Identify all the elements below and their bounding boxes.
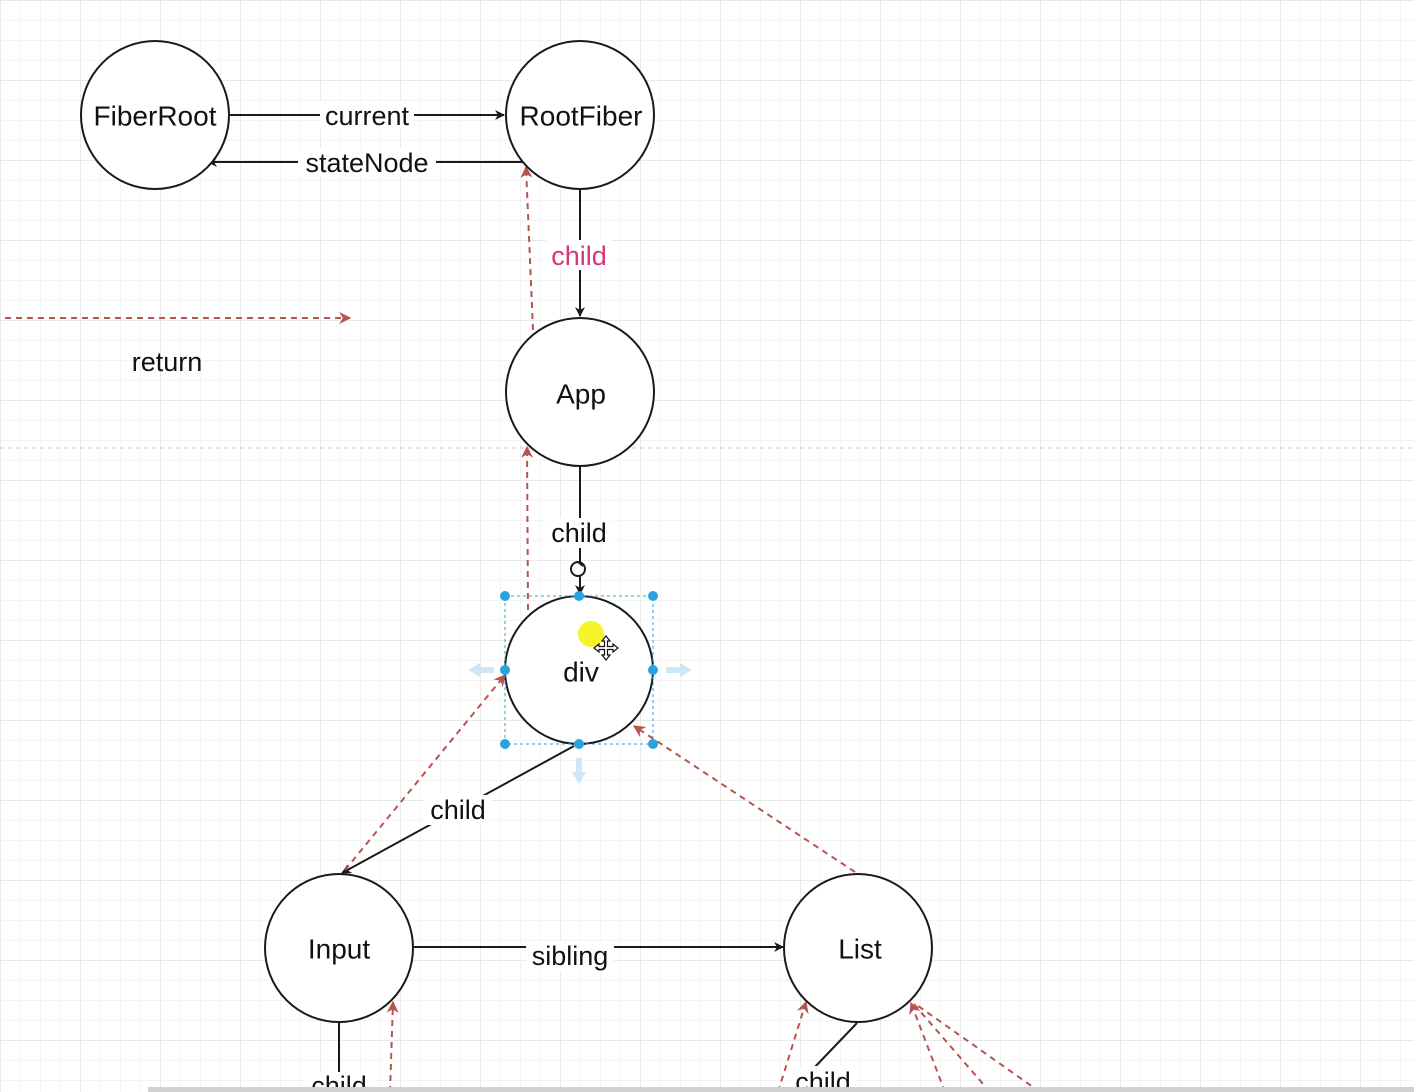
return-edge-into-list-3[interactable]	[912, 1002, 991, 1092]
return-legend-label: return	[132, 347, 203, 377]
horizontal-scrollbar[interactable]	[148, 1087, 1414, 1092]
node-label-rootfiber: RootFiber	[520, 101, 643, 132]
connect-arrow-right-icon[interactable]	[666, 663, 692, 677]
return-edge-app-to-rootfiber[interactable]	[520, 165, 534, 331]
return-edge-into-list-4[interactable]	[913, 1002, 1041, 1092]
return-edge-into-list-1[interactable]	[777, 1000, 809, 1092]
node-label-input: Input	[308, 934, 370, 965]
return-edge-into-list-2[interactable]	[909, 1001, 946, 1092]
connect-arrow-down-icon[interactable]	[572, 758, 586, 784]
resize-handle-n[interactable]	[574, 591, 584, 601]
edge-label-app-child: child	[551, 518, 607, 548]
node-app[interactable]: App	[505, 317, 655, 467]
return-edge-into-input[interactable]	[386, 1000, 399, 1092]
node-input[interactable]: Input	[264, 873, 414, 1023]
edge-label-rootfiber-child: child	[551, 241, 607, 271]
return-edge-input-to-div[interactable]	[344, 674, 506, 871]
resize-handle-s[interactable]	[574, 739, 584, 749]
node-list[interactable]: List	[783, 873, 933, 1023]
edge-list-child[interactable]	[811, 1022, 858, 1071]
resize-handle-se[interactable]	[648, 739, 658, 749]
selection-overlay	[468, 561, 692, 784]
edge-label-div-child: child	[430, 795, 486, 825]
edge-label-current: current	[325, 101, 410, 131]
node-fiberroot[interactable]: FiberRoot	[80, 40, 230, 190]
resize-handle-ne[interactable]	[648, 591, 658, 601]
resize-handle-nw[interactable]	[500, 591, 510, 601]
node-div[interactable]: div	[504, 595, 654, 745]
connect-arrow-left-icon[interactable]	[468, 663, 494, 677]
rotate-handle-icon[interactable]	[570, 561, 586, 577]
edge-label-input-child: child	[311, 1071, 367, 1092]
resize-handle-w[interactable]	[500, 665, 510, 675]
edge-label-sibling: sibling	[532, 941, 609, 971]
node-label-app: App	[556, 379, 606, 410]
move-cursor-icon	[593, 635, 619, 661]
resize-handle-sw[interactable]	[500, 739, 510, 749]
node-rootfiber[interactable]: RootFiber	[505, 40, 655, 190]
edge-label-statenode: stateNode	[305, 148, 428, 178]
resize-handle-e[interactable]	[648, 665, 658, 675]
cursor-highlight	[578, 621, 604, 647]
node-label-div: div	[563, 657, 599, 688]
node-label-list: List	[838, 934, 882, 965]
return-edge-div-to-app[interactable]	[521, 445, 534, 611]
node-label-fiberroot: FiberRoot	[94, 101, 217, 132]
return-edge-list-to-div[interactable]	[632, 725, 856, 873]
